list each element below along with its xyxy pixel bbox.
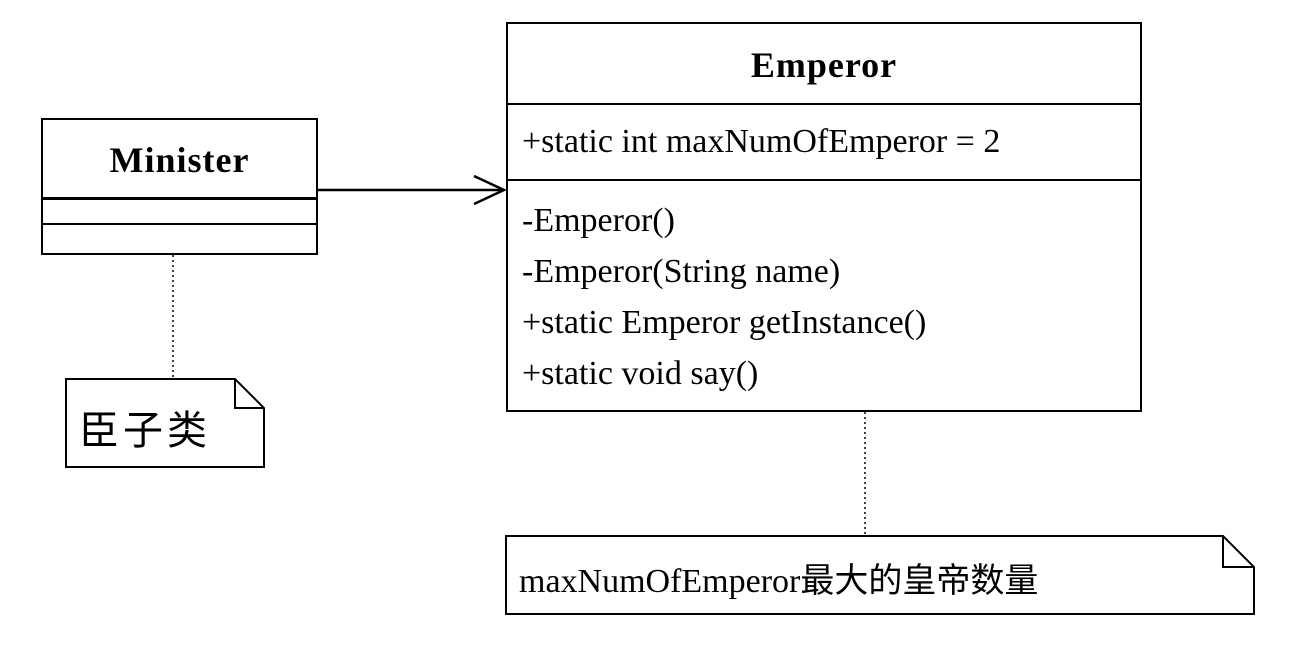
minister-note-text: 臣子类 xyxy=(79,408,211,454)
emperor-operation: +static Emperor getInstance() xyxy=(522,304,927,341)
emperor-note[interactable]: maxNumOfEmperor最大的皇帝数量 xyxy=(505,535,1255,615)
minister-attributes-compartment xyxy=(43,197,316,223)
emperor-class[interactable]: Emperor +static int maxNumOfEmperor = 2 … xyxy=(506,22,1142,412)
emperor-operations-compartment: -Emperor() -Emperor(String name) +static… xyxy=(508,179,1140,399)
emperor-operation: +static void say() xyxy=(522,355,759,392)
note-outline xyxy=(65,378,265,468)
note-outline xyxy=(505,535,1255,615)
emperor-attribute: +static int maxNumOfEmperor = 2 xyxy=(522,123,1001,160)
minister-note[interactable]: 臣子类 xyxy=(65,378,265,468)
emperor-operation: -Emperor() xyxy=(522,202,675,239)
emperor-class-name: Emperor xyxy=(750,45,898,85)
association-arrowhead xyxy=(473,174,507,206)
emperor-operation: -Emperor(String name) xyxy=(522,253,841,290)
minister-operations-compartment xyxy=(43,223,316,253)
minister-class-name: Minister xyxy=(109,140,250,180)
emperor-attributes-compartment: +static int maxNumOfEmperor = 2 xyxy=(508,103,1140,179)
emperor-note-text: maxNumOfEmperor最大的皇帝数量 xyxy=(519,563,1039,600)
minister-class[interactable]: Minister xyxy=(41,118,318,255)
